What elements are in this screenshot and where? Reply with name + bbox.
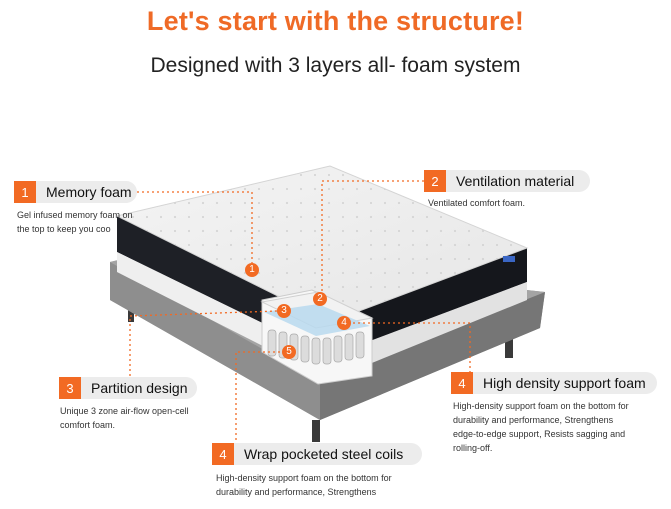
callout-description: High-density support foam on the bottom …	[216, 473, 392, 497]
callout-high-density-support-foam: 4 High density support foam	[451, 372, 657, 394]
marker-3: 3	[281, 305, 287, 316]
page-subtitle: Designed with 3 layers all- foam system	[150, 54, 521, 77]
marker-1: 1	[249, 264, 255, 275]
callout-label: High density support foam	[483, 375, 646, 391]
bed-leg	[505, 338, 513, 358]
callout-number: 4	[212, 443, 234, 465]
callout-memory-foam: 1 Memory foam	[14, 181, 137, 203]
leader-lines	[129, 180, 471, 453]
callout-partition-design: 3 Partition design	[59, 377, 197, 399]
callout-number: 1	[14, 181, 36, 203]
layer-markers	[245, 263, 351, 359]
marker-4: 4	[341, 317, 347, 328]
callout-number: 3	[59, 377, 81, 399]
callout-label: Ventilation material	[456, 173, 575, 189]
callout-description: High-density support foam on the bottom …	[453, 401, 629, 453]
callout-description: Ventilated comfort foam.	[428, 198, 526, 208]
callout-description: Unique 3 zone air-flow open-cell comfort…	[60, 406, 189, 430]
callout-description: Gel infused memory foam on the top to ke…	[17, 210, 133, 234]
marker-2: 2	[317, 293, 323, 304]
callout-label: Memory foam	[46, 184, 132, 200]
marker-5: 5	[286, 346, 292, 357]
callout-number: 2	[424, 170, 446, 192]
page-title: Let's start with the structure!	[146, 6, 525, 36]
callout-wrap-pocketed-steel-coils: 4 Wrap pocketed steel coils	[212, 443, 422, 465]
callout-label: Partition design	[91, 380, 188, 396]
callout-number: 4	[451, 372, 473, 394]
coil-springs	[267, 329, 365, 365]
callout-label: Wrap pocketed steel coils	[244, 446, 404, 462]
bed-leg	[312, 420, 320, 442]
callout-ventilation-material: 2 Ventilation material	[424, 170, 590, 192]
